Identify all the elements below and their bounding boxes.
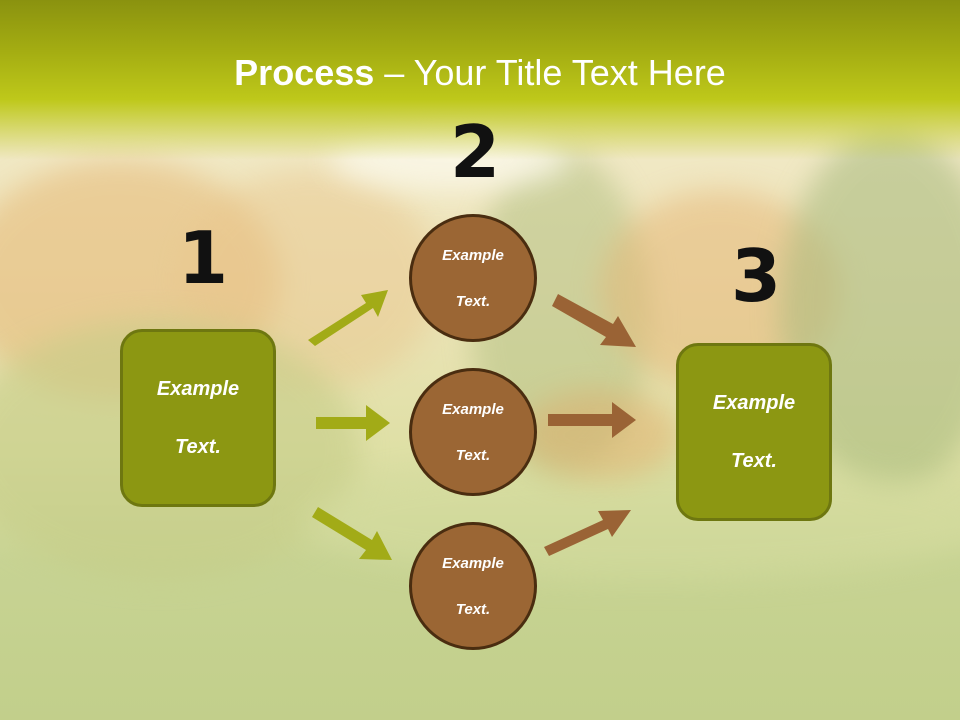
step-3-line1: Example bbox=[712, 391, 796, 414]
arrow-from-bottom-circle bbox=[544, 510, 631, 556]
title-band bbox=[0, 0, 960, 160]
green-arrows bbox=[308, 290, 392, 560]
step-3-line2: Text. bbox=[731, 449, 777, 472]
circle-bottom-line1: Example bbox=[442, 554, 504, 572]
arrow-to-top-circle bbox=[308, 290, 388, 346]
step-1-line2: Text. bbox=[175, 435, 221, 458]
title-bold: Process bbox=[234, 52, 375, 93]
arrow-from-top-circle bbox=[552, 294, 636, 347]
circle-middle-line1: Example bbox=[442, 400, 504, 418]
arrow-from-middle-circle bbox=[548, 402, 636, 438]
step-number-1: 1 bbox=[178, 216, 229, 300]
brown-arrows bbox=[544, 294, 636, 556]
title-rest: – Your Title Text Here bbox=[374, 52, 726, 93]
circle-top-line1: Example bbox=[442, 246, 504, 264]
slide-title: Process – Your Title Text Here bbox=[0, 52, 960, 94]
step-number-3: 3 bbox=[731, 234, 782, 318]
step-1-line1: Example bbox=[156, 377, 240, 400]
arrow-to-bottom-circle bbox=[312, 507, 392, 560]
arrow-to-middle-circle bbox=[316, 405, 390, 441]
circle-middle-line2: Text. bbox=[455, 446, 491, 464]
circle-top-line2: Text. bbox=[455, 292, 491, 310]
circle-bottom-line2: Text. bbox=[455, 600, 491, 618]
step-number-2: 2 bbox=[450, 110, 501, 194]
